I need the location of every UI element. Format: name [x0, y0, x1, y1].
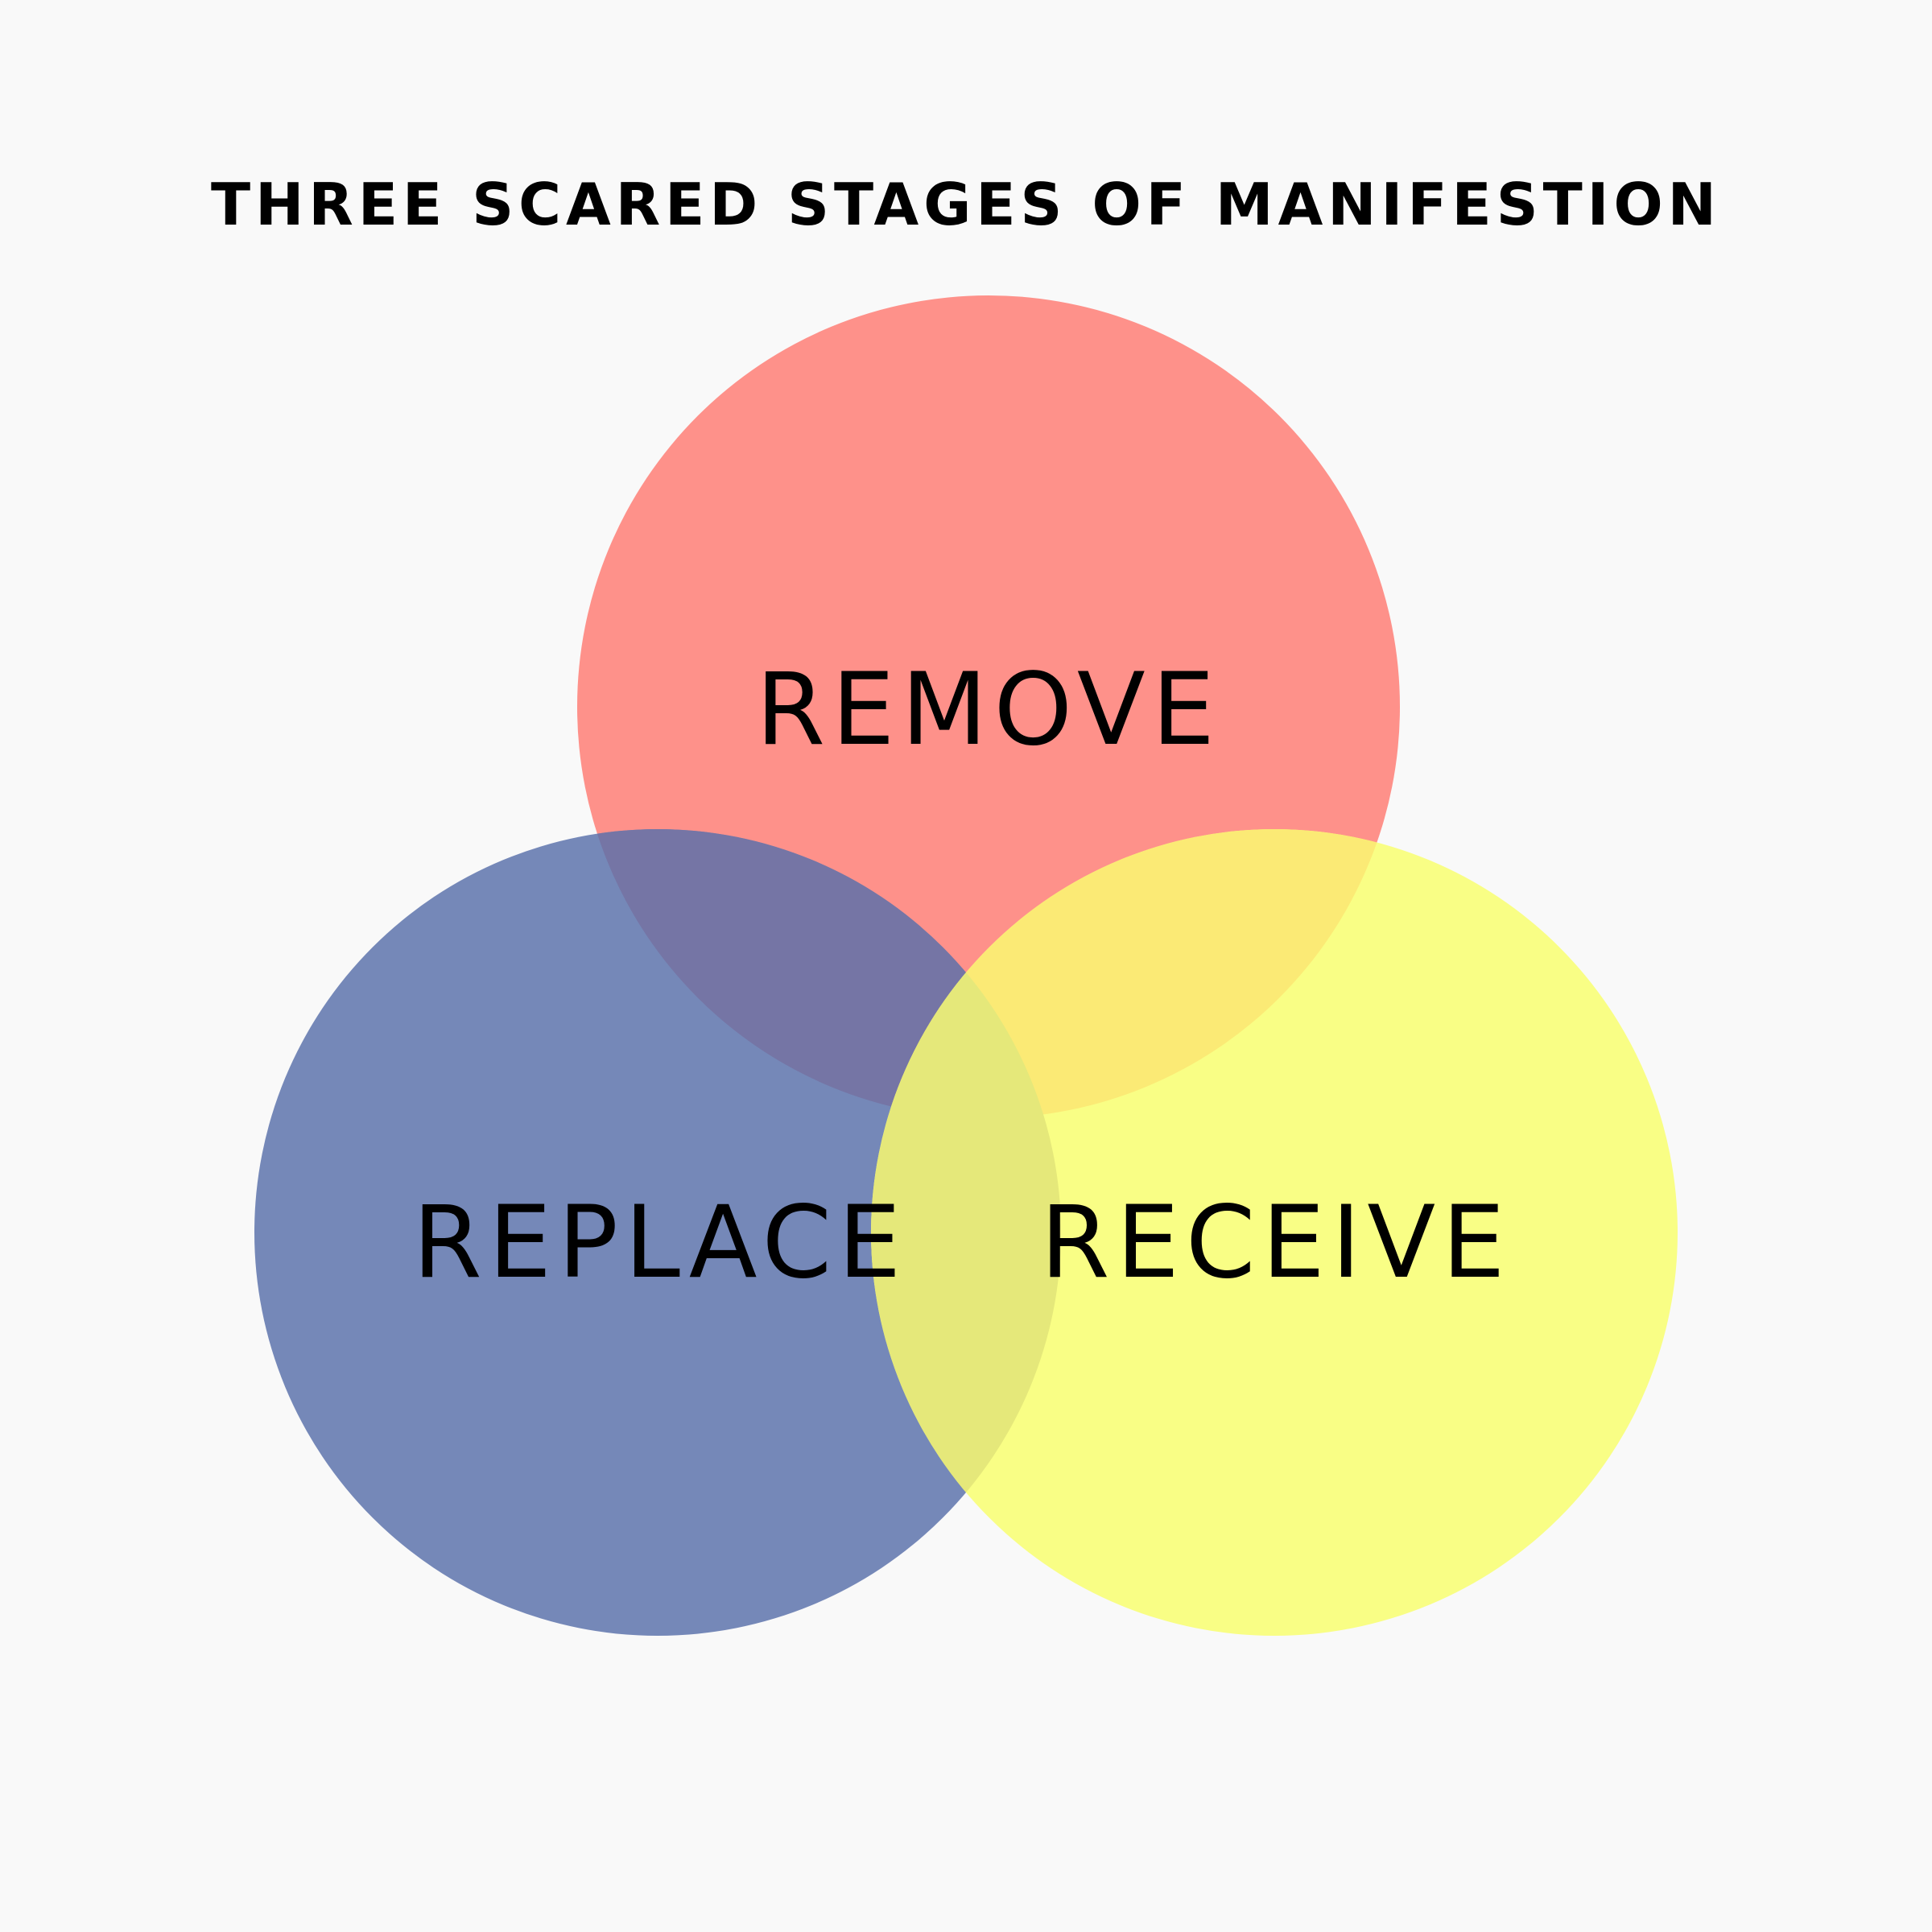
overlap-remove-replace [577, 829, 1061, 1118]
label-replace: REPLACE [412, 1185, 908, 1301]
overlap-remove-receive [871, 829, 1400, 1118]
label-remove: REMOVE [755, 652, 1222, 768]
label-receive: RECEIVE [1040, 1185, 1512, 1301]
diagram-title: THREE SCARED STAGES OF MANIFESTION [211, 171, 1721, 238]
